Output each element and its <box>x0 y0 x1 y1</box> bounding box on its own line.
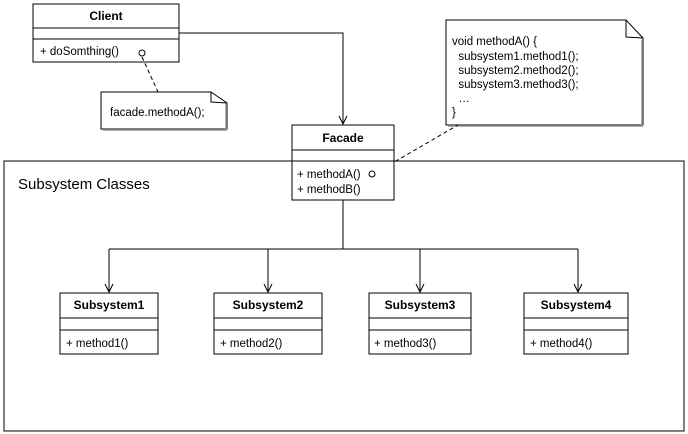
subsystem3-method: + method3() <box>374 338 436 350</box>
package-label: Subsystem Classes <box>18 176 150 193</box>
facade-note: void methodA() { subsystem1.method1(); s… <box>445 19 644 127</box>
subsystem1-class[interactable]: Subsystem1 + method1() <box>59 292 159 355</box>
subsystem1-method: + method1() <box>66 338 128 350</box>
facade-note-line-6: } <box>452 107 456 119</box>
client-class[interactable]: Client + doSomthing() <box>32 3 180 63</box>
facade-note-line-2: subsystem1.method1(); <box>452 51 579 63</box>
client-note-text: facade.methodA(); <box>110 107 205 119</box>
facade-class[interactable]: Facade + methodA() + methodB() <box>291 124 395 201</box>
facade-class-name: Facade <box>322 131 364 145</box>
facade-method-a: + methodA() <box>297 169 361 181</box>
subsystem3-class[interactable]: Subsystem3 + method3() <box>368 292 472 355</box>
facade-subsystem-associations <box>109 200 578 292</box>
subsystem2-name: Subsystem2 <box>233 298 304 312</box>
facade-note-line-1: void methodA() { <box>452 36 537 48</box>
subsystem2-class[interactable]: Subsystem2 + method2() <box>213 292 323 355</box>
facade-note-line-4: subsystem3.method3(); <box>452 79 579 91</box>
facade-note-line-3: subsystem2.method2(); <box>452 65 579 77</box>
client-facade-association <box>179 32 343 124</box>
subsystem3-name: Subsystem3 <box>385 298 456 312</box>
subsystem2-method: + method2() <box>220 338 282 350</box>
client-class-name: Client <box>89 9 122 23</box>
subsystem4-name: Subsystem4 <box>541 298 612 312</box>
facade-method-b: + methodB() <box>297 184 361 196</box>
note-anchor-circle <box>138 49 146 57</box>
facade-note-anchor-circle <box>368 170 376 178</box>
subsystem4-class[interactable]: Subsystem4 + method4() <box>523 292 629 355</box>
subsystem4-method: + method4() <box>530 338 592 350</box>
facade-note-line-5: … <box>452 93 470 105</box>
client-note: facade.methodA(); <box>100 91 228 131</box>
client-method-dosomthing: + doSomthing() <box>40 46 119 58</box>
subsystem1-name: Subsystem1 <box>74 298 145 312</box>
